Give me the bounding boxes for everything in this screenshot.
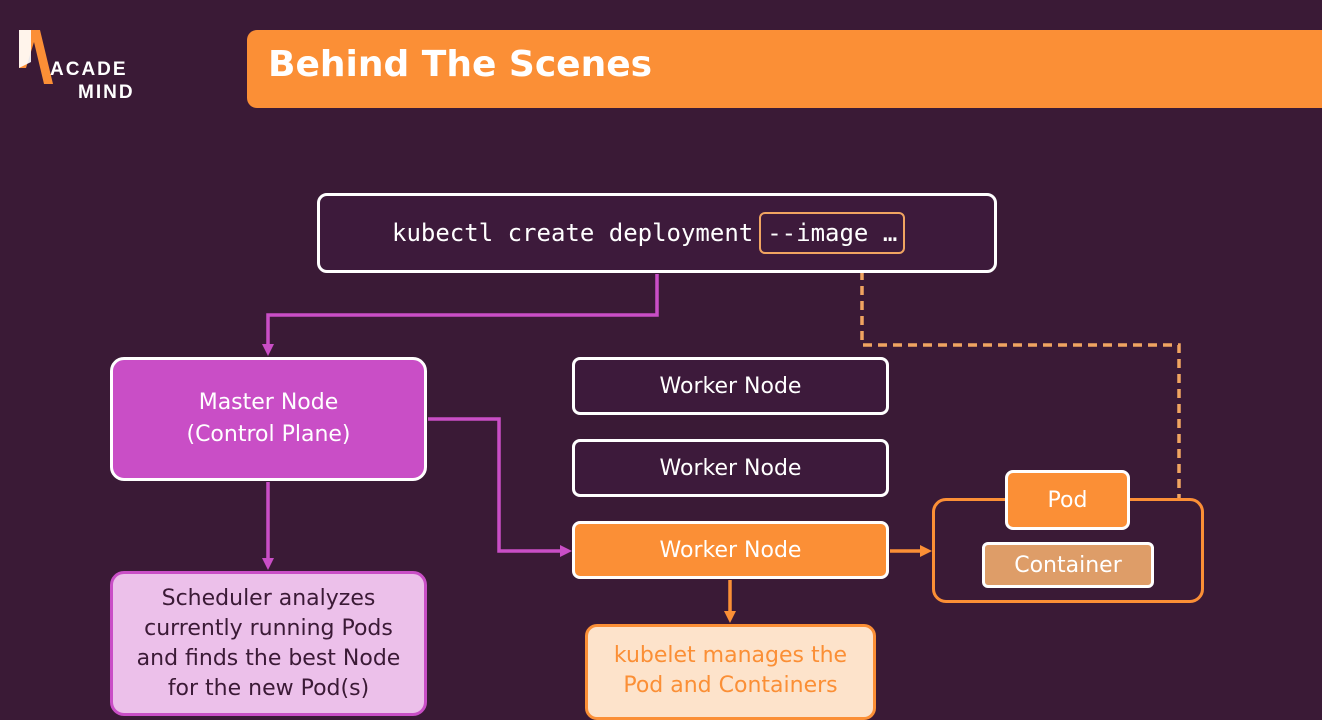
kubelet-note: kubelet manages the Pod and Containers (585, 624, 876, 720)
command-text: kubectl create deployment (392, 219, 754, 247)
image-flag-highlight: --image … (759, 212, 906, 254)
scheduler-note-line: for the new Pod(s) (167, 676, 370, 701)
title-bar: Behind The Scenes (247, 30, 1322, 108)
scheduler-note-line: Scheduler analyzes (161, 586, 376, 611)
academind-logo: ACADE MIND (16, 28, 156, 108)
kubelet-note-line: kubelet manages the (613, 643, 848, 668)
master-node-label: Master Node (198, 390, 339, 415)
scheduler-note: Scheduler analyzes currently running Pod… (110, 571, 427, 716)
master-to-worker-arrow (428, 417, 572, 557)
container-box: Container (982, 542, 1154, 588)
kubectl-command-box: kubectl create deployment --image … (317, 193, 997, 273)
slide-title: Behind The Scenes (268, 44, 653, 85)
logo-text-line1: ACADE (50, 59, 128, 80)
worker-node-2: Worker Node (572, 439, 889, 497)
worker-node-1: Worker Node (572, 357, 889, 415)
cmd-to-master-arrow (262, 274, 659, 356)
scheduler-note-line: and finds the best Node (136, 646, 401, 671)
logo-mark-icon (19, 30, 53, 84)
scheduler-note-line: currently running Pods (144, 616, 393, 641)
control-plane-label: (Control Plane) (186, 422, 351, 447)
kubelet-note-line: Pod and Containers (623, 673, 838, 698)
master-node-box: Master Node (Control Plane) (110, 357, 427, 481)
logo-text-line2: MIND (78, 82, 135, 103)
worker-node-3-active: Worker Node (572, 521, 889, 579)
pod-box: Pod (1005, 470, 1130, 530)
